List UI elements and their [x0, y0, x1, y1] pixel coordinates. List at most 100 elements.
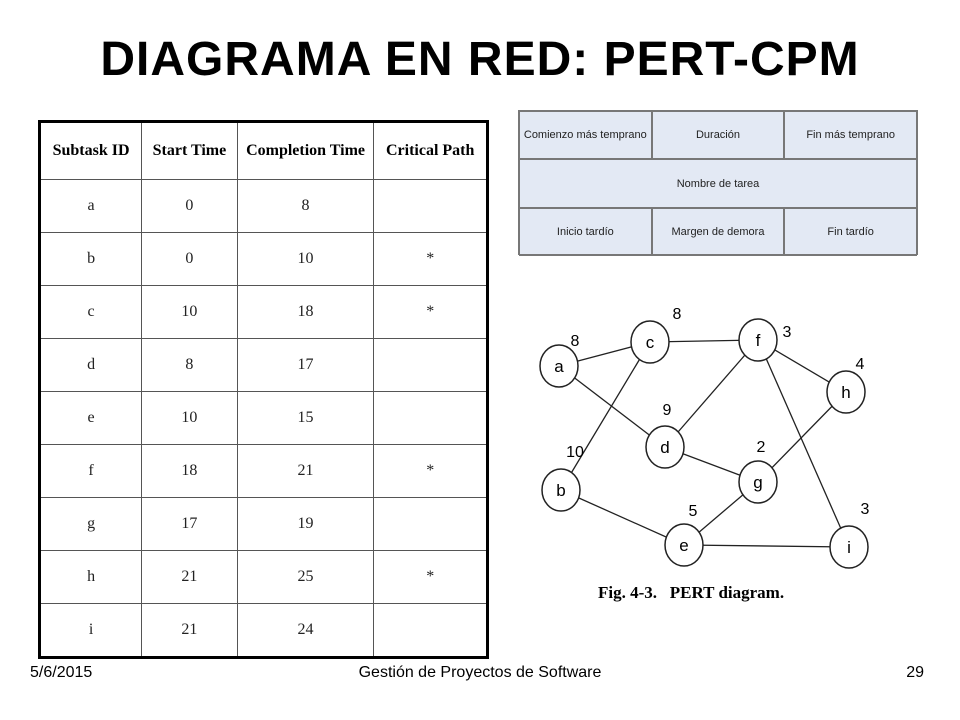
pert-edge-d-f [664, 339, 759, 448]
cell-completion-time: 8 [236, 179, 375, 233]
cell-start-time: 21 [141, 550, 238, 604]
pert-node-b [541, 468, 581, 512]
slide-title: DIAGRAMA EN RED: PERT-CPM [100, 33, 860, 86]
pert-duration-h: 4 [856, 356, 865, 373]
pert-node-label-a: a [554, 357, 564, 376]
cell-subtask-id: e [38, 391, 143, 445]
pert-node-d [645, 425, 685, 469]
pert-node-label-g: g [753, 473, 762, 492]
footer-course: Gestión de Proyectos de Software [358, 664, 602, 681]
pert-duration-i: 3 [861, 501, 870, 518]
cell-start-time: 10 [141, 391, 238, 445]
table-row: h 21 25 * [38, 550, 488, 604]
cell-start-time: 17 [141, 497, 238, 551]
pert-node-label-c: c [646, 333, 655, 352]
subtask-table: Subtask ID Start Time Completion Time Cr… [38, 120, 489, 659]
pert-duration-f: 3 [783, 324, 792, 341]
header-start-time: Start Time [141, 121, 238, 180]
pert-node-e [664, 523, 704, 567]
table-header-row: Subtask ID Start Time Completion Time Cr… [38, 121, 488, 180]
pert-duration-d: 9 [663, 402, 672, 419]
pert-edge-f-i [757, 339, 850, 548]
pert-duration-c: 8 [673, 306, 682, 323]
cell-completion-time: 10 [236, 232, 375, 286]
legend-task-name: Nombre de tarea [519, 159, 917, 208]
cell-start-time: 10 [141, 285, 238, 339]
header-completion-time: Completion Time [236, 121, 375, 180]
cell-completion-time: 18 [236, 285, 375, 339]
header-subtask-id: Subtask ID [38, 121, 143, 180]
header-critical-path: Critical Path [373, 121, 488, 180]
cell-start-time: 0 [141, 232, 238, 286]
cell-critical-path [373, 391, 488, 445]
pert-edge-g-h [757, 391, 847, 483]
legend-earliest-finish: Fin más temprano [784, 111, 917, 159]
legend-slack: Margen de demora [651, 208, 785, 256]
pert-node-c [630, 320, 670, 364]
pert-caption: Fig. 4-3. PERT diagram. [598, 583, 785, 602]
cell-subtask-id: c [38, 285, 143, 339]
pert-node-label-i: i [847, 538, 851, 557]
pert-node-h [826, 370, 866, 414]
table-row: e 10 15 [38, 391, 488, 445]
pert-node-i [829, 525, 869, 569]
pert-node-label-d: d [660, 438, 669, 457]
table-row: b 0 10 * [38, 232, 488, 286]
cell-start-time: 21 [141, 603, 238, 658]
cell-critical-path: * [373, 285, 488, 339]
table-row: a 0 8 [38, 179, 488, 233]
cell-start-time: 0 [141, 179, 238, 233]
cell-start-time: 8 [141, 338, 238, 392]
cell-critical-path: * [373, 232, 488, 286]
pert-node-a [539, 344, 579, 388]
pert-edge-e-i [683, 544, 850, 548]
footer-date: 5/6/2015 [30, 664, 93, 681]
table-row: g 17 19 [38, 497, 488, 551]
legend-latest-start: Inicio tardío [519, 208, 652, 256]
cell-subtask-id: a [38, 179, 143, 233]
pert-node-label-e: e [679, 536, 688, 555]
cell-critical-path [373, 603, 488, 658]
pert-duration-e: 5 [689, 503, 698, 520]
cell-critical-path: * [373, 550, 488, 604]
cell-subtask-id: h [38, 550, 143, 604]
cell-subtask-id: i [38, 603, 143, 658]
cell-critical-path [373, 179, 488, 233]
table-row: i 21 24 [38, 603, 488, 658]
pert-node-label-b: b [556, 481, 565, 500]
pert-node-f [738, 318, 778, 362]
cell-completion-time: 21 [236, 444, 375, 498]
cell-subtask-id: g [38, 497, 143, 551]
legend-earliest-start: Comienzo más temprano [519, 111, 652, 159]
table-row: d 8 17 [38, 338, 488, 392]
cell-completion-time: 25 [236, 550, 375, 604]
pert-edge-a-d [558, 365, 666, 448]
cell-critical-path: * [373, 444, 488, 498]
pert-node-label-f: f [756, 331, 761, 350]
pert-duration-g: 2 [757, 439, 766, 456]
legend-latest-finish: Fin tardío [784, 208, 917, 256]
pert-duration-a: 8 [571, 333, 580, 350]
cell-subtask-id: d [38, 338, 143, 392]
pert-edge-b-c [560, 341, 651, 491]
pert-edge-b-e [560, 489, 685, 546]
pert-duration-b: 10 [566, 444, 584, 461]
cell-critical-path [373, 497, 488, 551]
cell-completion-time: 15 [236, 391, 375, 445]
cell-subtask-id: f [38, 444, 143, 498]
pert-node-g [738, 460, 778, 504]
cell-critical-path [373, 338, 488, 392]
node-legend: Comienzo más temprano Duración Fin más t… [518, 110, 918, 256]
cell-start-time: 18 [141, 444, 238, 498]
pert-node-label-h: h [841, 383, 850, 402]
table-row: f 18 21 * [38, 444, 488, 498]
cell-completion-time: 17 [236, 338, 375, 392]
cell-completion-time: 19 [236, 497, 375, 551]
footer-page-number: 29 [906, 664, 924, 681]
legend-duration: Duración [651, 111, 785, 159]
cell-completion-time: 24 [236, 603, 375, 658]
table-row: c 10 18 * [38, 285, 488, 339]
cell-subtask-id: b [38, 232, 143, 286]
